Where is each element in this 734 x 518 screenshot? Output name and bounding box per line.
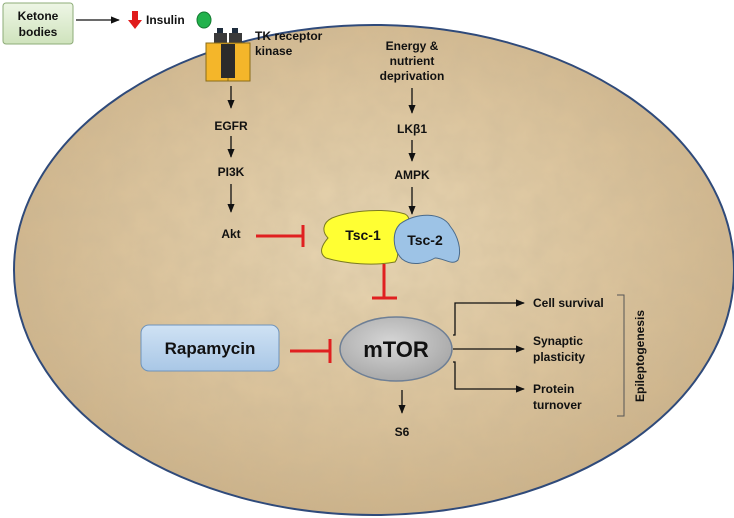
receptor-label-line1: TK receptor (255, 29, 323, 43)
akt-inhibits-tsc-line (256, 225, 305, 247)
tsc1-label: Tsc-1 (345, 227, 381, 243)
receptor-icon (205, 28, 251, 82)
s6-label: S6 (395, 425, 410, 439)
insulin-ligand-icon (196, 11, 212, 29)
ketone-bodies-label-line1: Ketone (18, 9, 59, 23)
ketone-bodies-label-line2: bodies (19, 25, 58, 39)
tsc1-shape (321, 210, 410, 265)
protein-label-line1: Protein (533, 382, 574, 396)
mtor-output-connector (453, 299, 525, 393)
cell-survival-label: Cell survival (533, 296, 604, 310)
epileptogenesis-label: Epileptogenesis (633, 310, 647, 402)
mtor-label: mTOR (363, 337, 429, 362)
mtor-node (339, 316, 453, 382)
akt-label: Akt (221, 227, 240, 241)
energy-label-line2: nutrient (390, 54, 435, 68)
receptor-label-line2: kinase (255, 44, 293, 58)
tsc2-label: Tsc-2 (407, 232, 443, 248)
lkb1-label: LKβ1 (397, 122, 427, 136)
insulin-decrease-icon (128, 11, 142, 29)
epileptogenesis-bracket (617, 294, 625, 417)
rapamycin-label: Rapamycin (165, 339, 256, 358)
ketone-bodies-box (2, 2, 74, 45)
tsc-inhibits-mtor-line (372, 264, 397, 300)
protein-label-line2: turnover (533, 398, 582, 412)
energy-label-line3: deprivation (380, 69, 445, 83)
pi3k-label: PI3K (218, 165, 245, 179)
rapamycin-inhibits-mtor-line (290, 339, 332, 363)
rapamycin-box (140, 324, 280, 372)
ampk-label: AMPK (394, 168, 430, 182)
cell-texture (15, 26, 733, 514)
energy-label-line1: Energy & (386, 39, 439, 53)
synaptic-label-line1: Synaptic (533, 334, 583, 348)
insulin-label: Insulin (146, 13, 185, 27)
tsc2-shape (393, 214, 461, 265)
synaptic-label-line2: plasticity (533, 350, 585, 364)
egfr-label: EGFR (214, 119, 248, 133)
